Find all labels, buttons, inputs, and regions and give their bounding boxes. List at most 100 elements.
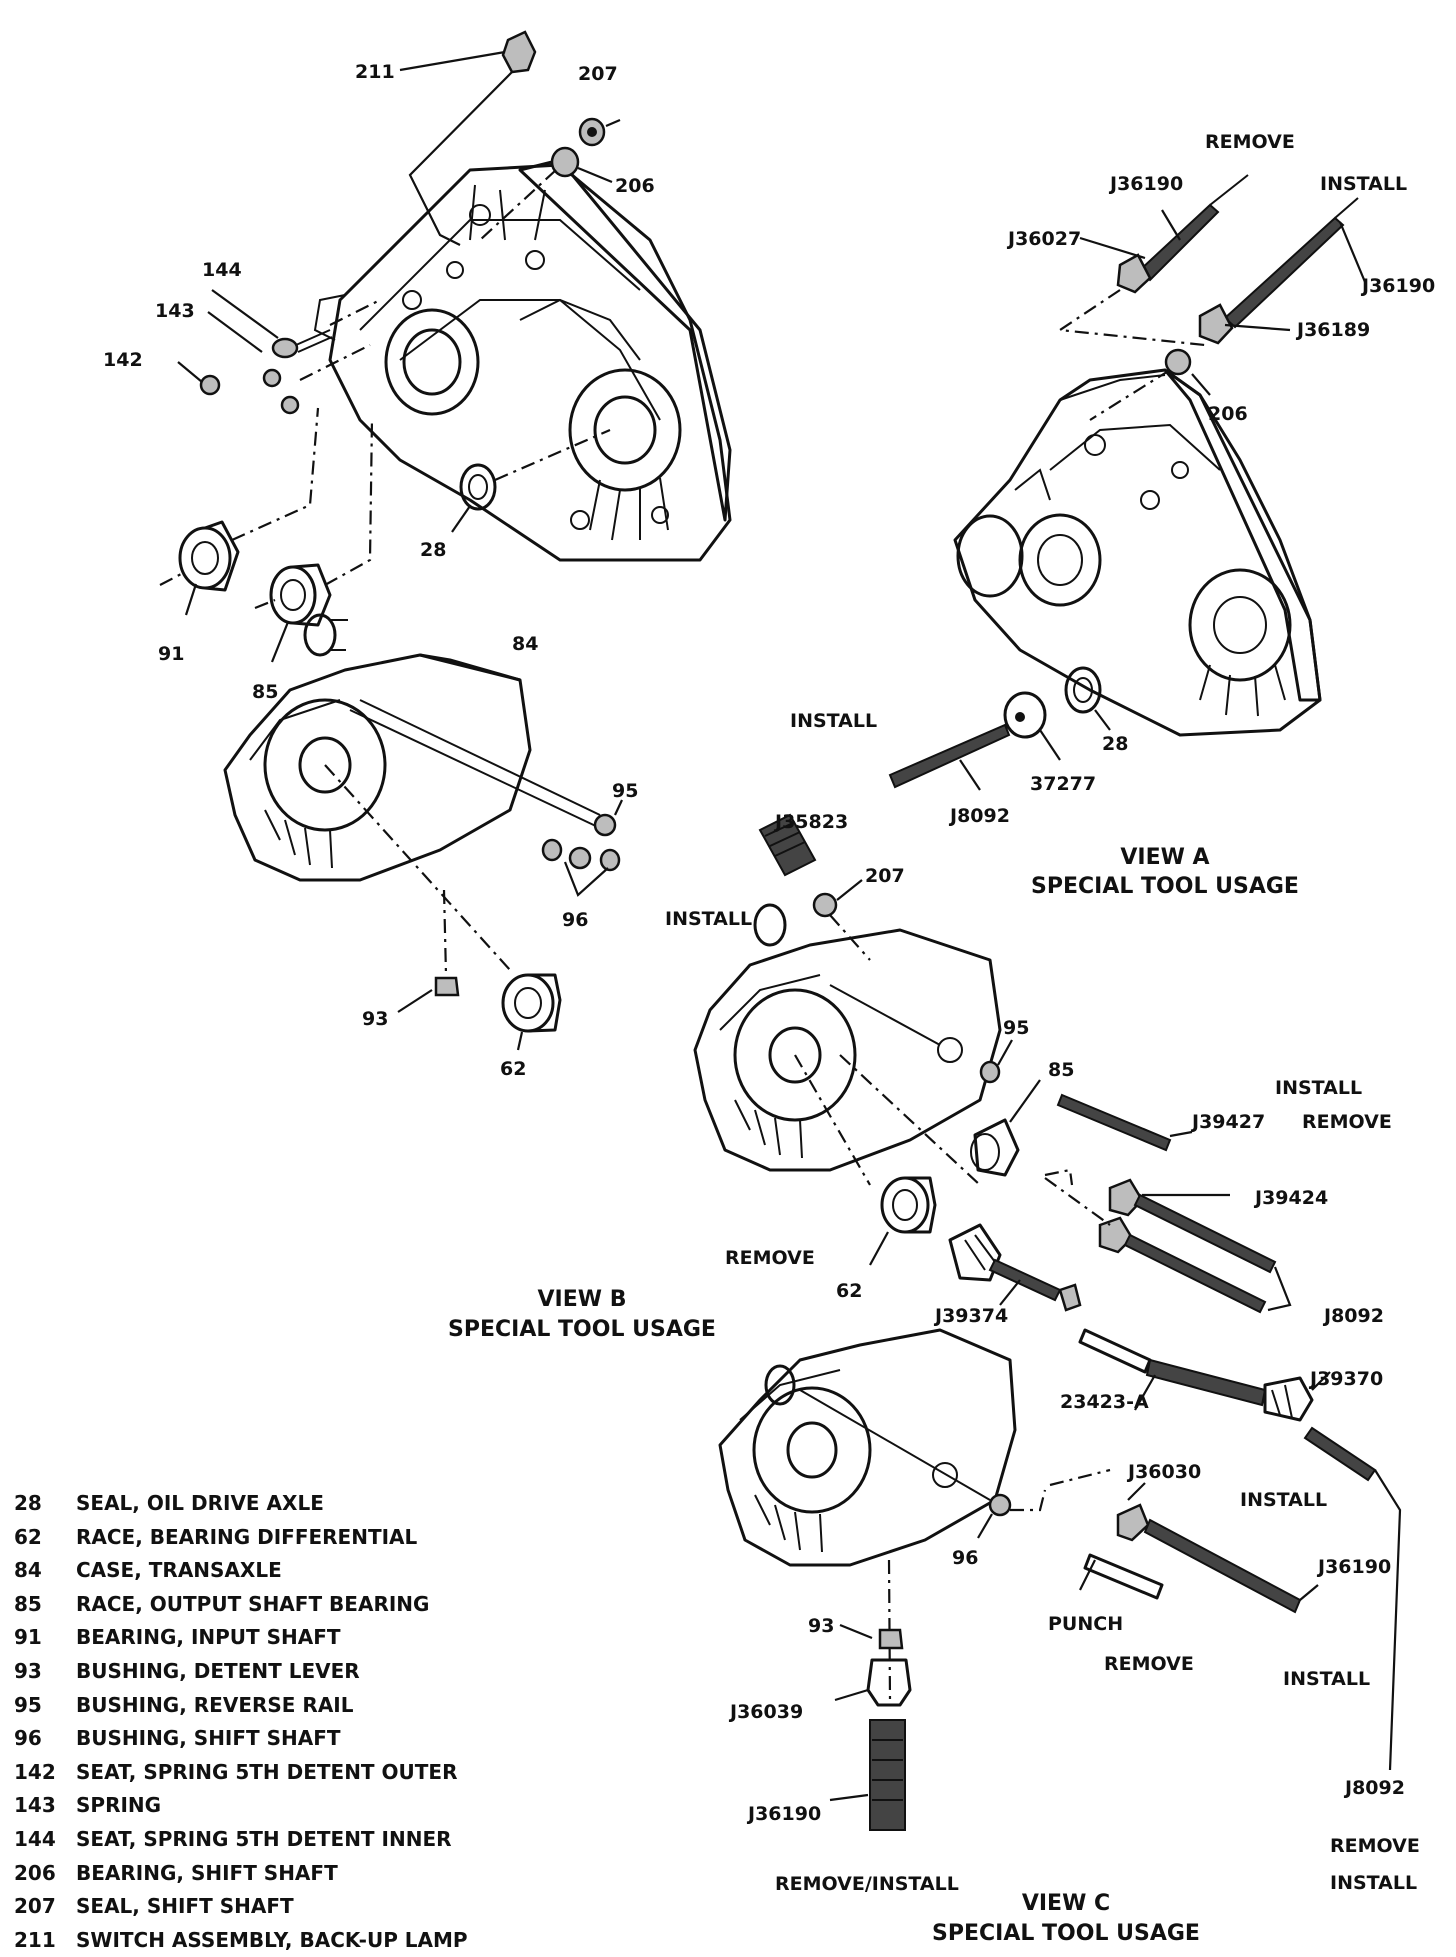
callout-207: 207	[578, 63, 618, 85]
parts-legend: 28 SEAL, OIL DRIVE AXLE 62 RACE, BEARING DI…	[10, 1487, 570, 1957]
tool-j36039: J36039	[728, 1701, 803, 1723]
legend-part-description: SPRING	[76, 1793, 162, 1818]
action-install: INSTALL	[1330, 1872, 1417, 1894]
callout-28: 28	[1102, 733, 1128, 755]
legend-part-description: CASE, TRANSAXLE	[76, 1558, 282, 1583]
legend-row: 96 BUSHING, SHIFT SHAFT	[10, 1722, 570, 1756]
legend-part-description: BUSHING, REVERSE RAIL	[76, 1692, 354, 1717]
view-a-caption: VIEW A	[1120, 845, 1209, 870]
legend-row: 95 BUSHING, REVERSE RAIL	[10, 1689, 570, 1723]
tool-j36190: J36190	[1360, 275, 1435, 297]
callout-95: 95	[1003, 1017, 1029, 1039]
legend-part-number: 144	[14, 1826, 56, 1851]
callout-143: 143	[155, 300, 195, 322]
callout-95: 95	[612, 780, 638, 802]
legend-part-description: BEARING, SHIFT SHAFT	[76, 1860, 338, 1885]
legend-part-number: 142	[14, 1759, 56, 1784]
legend-part-number: 93	[14, 1658, 42, 1683]
view-b-caption: VIEW B	[538, 1287, 627, 1312]
legend-part-number: 62	[14, 1524, 42, 1549]
action-install: INSTALL	[1320, 173, 1407, 195]
callout-28: 28	[420, 539, 446, 561]
view-a-case	[953, 368, 1322, 737]
callout-91: 91	[158, 643, 184, 665]
callout-206: 206	[615, 175, 655, 197]
legend-row: 62 RACE, BEARING DIFFERENTIAL	[10, 1521, 570, 1555]
view-c-tools-upper	[1078, 1328, 1402, 1771]
view-c-subcaption: SPECIAL TOOL USAGE	[932, 1921, 1200, 1946]
legend-row: 85 RACE, OUTPUT SHAFT BEARING	[10, 1588, 570, 1622]
callout-93: 93	[362, 1008, 388, 1030]
view-b-tools	[869, 1079, 1292, 1314]
callout-142: 142	[103, 349, 143, 371]
legend-part-description: RACE, OUTPUT SHAFT BEARING	[76, 1591, 430, 1616]
callout-62: 62	[836, 1280, 862, 1302]
view-a-tools	[1056, 174, 1367, 421]
legend-row: 207 SEAL, SHIFT SHAFT	[10, 1890, 570, 1924]
legend-part-description: SEAL, OIL DRIVE AXLE	[76, 1491, 324, 1515]
legend-part-number: 91	[14, 1625, 42, 1650]
legend-part-number: 143	[14, 1793, 56, 1818]
legend-part-description: RACE, BEARING DIFFERENTIAL	[76, 1524, 418, 1549]
tool-j39370: J39370	[1308, 1368, 1383, 1390]
view-b-case	[693, 813, 1013, 1186]
legend-row: 84 CASE, TRANSAXLE	[10, 1554, 570, 1588]
action-install: INSTALL	[790, 710, 877, 732]
tool-j39374: J39374	[933, 1305, 1008, 1327]
tool-punch: PUNCH	[1048, 1613, 1123, 1635]
tool-j8092: J8092	[948, 805, 1010, 827]
callout-211: 211	[355, 61, 395, 83]
legend-part-number: 28	[14, 1491, 42, 1515]
tool-j36190: J36190	[1316, 1556, 1391, 1578]
view-b-subcaption: SPECIAL TOOL USAGE	[448, 1317, 716, 1342]
legend-row: 28 SEAL, OIL DRIVE AXLE	[10, 1487, 570, 1521]
legend-part-number: 211	[14, 1927, 56, 1952]
view-c-case	[718, 1328, 1111, 1701]
action-remove: REMOVE	[1205, 131, 1295, 153]
legend-part-number: 207	[14, 1894, 56, 1919]
tool-j8092: J8092	[1343, 1777, 1405, 1799]
legend-part-number: 85	[14, 1591, 42, 1616]
case-84-left	[223, 613, 623, 976]
legend-row: 211 SWITCH ASSEMBLY, BACK-UP LAMP	[10, 1924, 570, 1957]
legend-part-number: 96	[14, 1726, 42, 1751]
view-a-subcaption: SPECIAL TOOL USAGE	[1031, 874, 1299, 899]
tool-j36190: J36190	[746, 1803, 821, 1825]
tool-j39427: J39427	[1190, 1111, 1265, 1133]
main-case-assembly	[313, 158, 732, 562]
seal-28-top	[451, 428, 611, 533]
tool-j8092: J8092	[1322, 1305, 1384, 1327]
legend-row: 144 SEAT, SPRING 5TH DETENT INNER	[10, 1823, 570, 1857]
legend-part-description: SEAL, SHIFT SHAFT	[76, 1894, 294, 1919]
tool-j39424: J39424	[1253, 1187, 1328, 1209]
legend-part-number: 84	[14, 1558, 42, 1583]
callout-207: 207	[865, 865, 905, 887]
callout-96: 96	[952, 1547, 978, 1569]
race-85-top	[254, 417, 374, 663]
legend-row: 142 SEAT, SPRING 5TH DETENT OUTER	[10, 1756, 570, 1790]
action-remove: REMOVE	[1302, 1111, 1392, 1133]
callout-206: 206	[1208, 403, 1248, 425]
legend-row: 206 BEARING, SHIFT SHAFT	[10, 1857, 570, 1891]
legend-part-description: SEAT, SPRING 5TH DETENT INNER	[76, 1826, 452, 1851]
tool-j36189: J36189	[1295, 319, 1370, 341]
action-remove-install: REMOVE/INSTALL	[775, 1873, 959, 1895]
callout-85: 85	[252, 681, 278, 703]
legend-part-number: 95	[14, 1692, 42, 1717]
callout-37277: 37277	[1030, 773, 1096, 795]
legend-part-number: 206	[14, 1860, 56, 1885]
action-remove: REMOVE	[725, 1247, 815, 1269]
view-c-tools-lower	[829, 1623, 912, 1831]
legend-part-description: BUSHING, SHIFT SHAFT	[76, 1726, 341, 1751]
legend-part-description: SWITCH ASSEMBLY, BACK-UP LAMP	[76, 1927, 468, 1952]
legend-part-description: SEAT, SPRING 5TH DETENT OUTER	[76, 1759, 458, 1784]
action-install: INSTALL	[1275, 1077, 1362, 1099]
callout-23423-a: 23423-A	[1060, 1391, 1149, 1413]
callout-93: 93	[808, 1615, 834, 1637]
callout-144: 144	[202, 259, 242, 281]
action-install: INSTALL	[1240, 1489, 1327, 1511]
callout-62: 62	[500, 1058, 526, 1080]
